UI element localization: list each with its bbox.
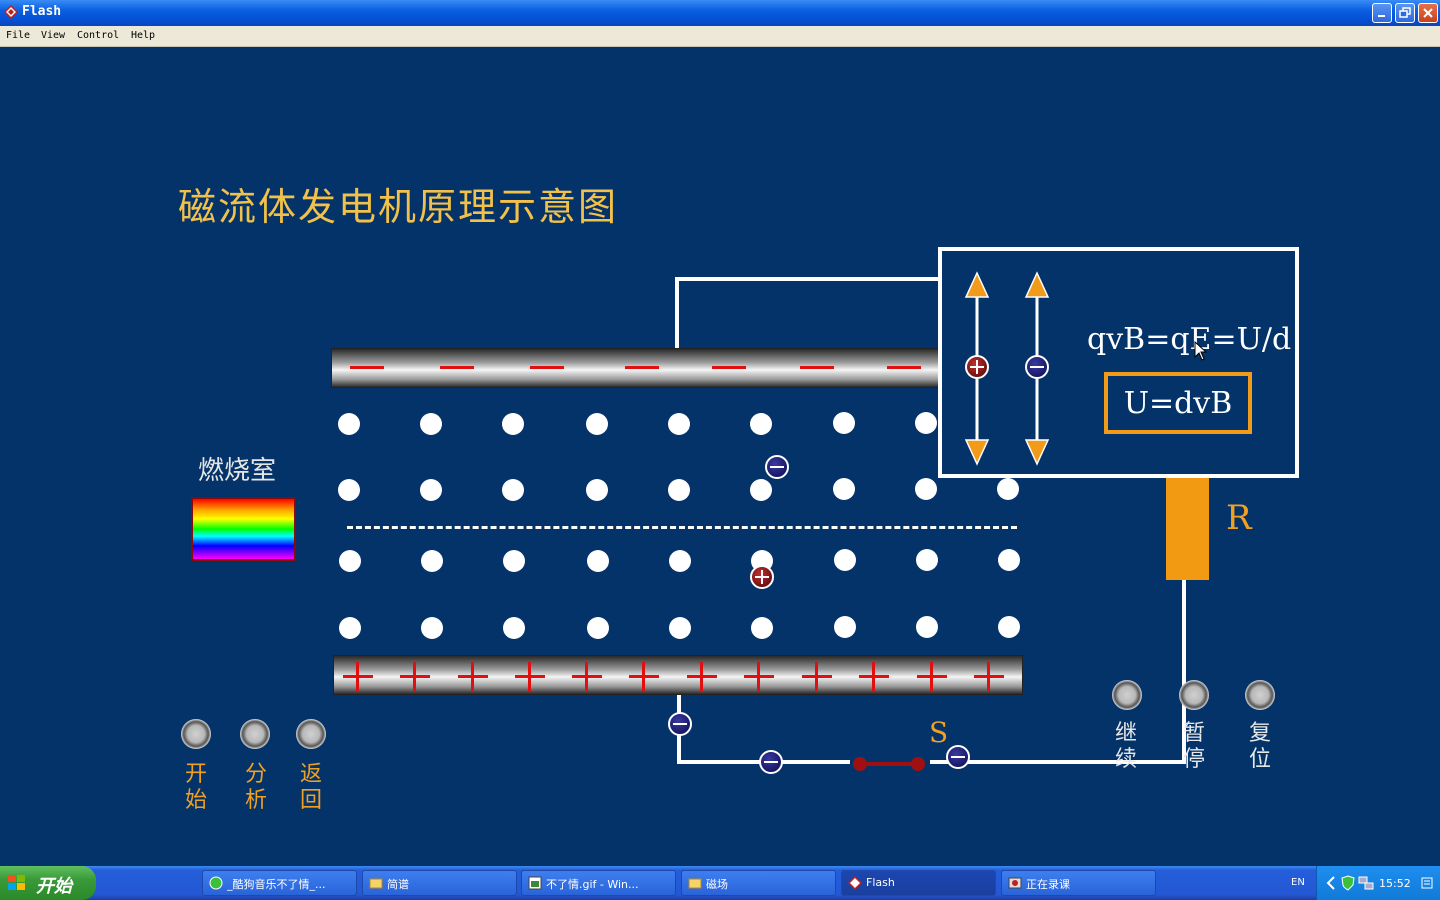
folder-icon [369,878,383,889]
analyze-button[interactable] [240,719,270,749]
resistor-label: R [1226,498,1252,538]
wire-top-horizontal [675,277,940,281]
mouse-cursor-icon [1194,341,1208,361]
electron [668,712,692,736]
clock: 15:52 [1379,877,1411,890]
window-title-bar: Flash [0,0,1440,26]
wire-resistor-down [1182,580,1186,764]
page-title: 磁流体发电机原理示意图 [178,185,619,229]
menu-help[interactable]: Help [131,30,156,41]
wire-top-vertical [675,277,679,350]
taskbar-item-folder-jianpu[interactable]: 简谱 [362,870,517,896]
plasma-center-line [347,526,1017,529]
windows-logo-icon [8,875,25,890]
start-menu-button[interactable]: 开始 [0,866,96,900]
minimize-icon [1378,15,1385,17]
resistor [1166,478,1209,580]
taskbar-item-label: Flash [866,876,895,889]
network-icon[interactable] [1358,875,1374,891]
pause-button-label: 暂停 [1182,721,1205,772]
language-indicator[interactable]: EN [1291,877,1305,888]
electron [946,745,970,769]
flash-stage: 磁流体发电机原理示意图 S [0,46,1440,866]
close-icon [1423,8,1433,18]
show-desktop-icon[interactable] [1421,877,1433,889]
flash-app-icon [848,876,862,890]
menu-bar: File View Control Help [0,26,1440,47]
security-shield-icon[interactable] [1341,875,1355,891]
electron [759,750,783,774]
taskbar-item-label: 正在录课 [1026,878,1070,891]
continue-button-label: 继续 [1114,721,1137,772]
minimize-button[interactable] [1372,3,1392,23]
music-app-icon [209,876,223,890]
restore-button[interactable] [1395,3,1415,23]
reset-button[interactable] [1245,680,1275,710]
force-balance-formula: qvB=qE=U/d [1087,322,1292,357]
taskbar: 开始 _酷狗音乐不了情_... 简谱 不了情.gif - Win... 磁场 F… [0,866,1440,900]
window-title: Flash [22,4,62,19]
pause-button[interactable] [1179,680,1209,710]
chevron-left-icon[interactable] [1325,876,1337,890]
menu-control[interactable]: Control [77,30,120,41]
force-analysis-box [938,247,1299,478]
image-viewer-icon [528,876,542,890]
positive-ion [750,565,774,589]
start-button-label: 开始 [184,762,207,813]
analyze-button-label: 分析 [244,762,267,813]
start-button[interactable] [181,719,211,749]
folder-icon [688,878,702,889]
close-button[interactable] [1418,3,1438,23]
switch-label: S [929,716,949,749]
taskbar-item-recorder[interactable]: 正在录课 [1001,870,1156,896]
menu-file[interactable]: File [6,30,31,41]
recorder-icon [1008,877,1022,889]
reset-button-label: 复位 [1248,721,1271,772]
menu-view[interactable]: View [41,30,66,41]
taskbar-item-image-viewer[interactable]: 不了情.gif - Win... [521,870,676,896]
taskbar-item-label: _酷狗音乐不了情_... [227,878,326,891]
switch-s[interactable] [850,754,930,774]
electron [765,455,789,479]
restore-icon [1399,7,1411,18]
positive-plate [333,655,1023,695]
continue-button[interactable] [1112,680,1142,710]
taskbar-item-flash[interactable]: Flash [841,870,996,896]
taskbar-item-label: 磁场 [706,878,728,891]
electron [1025,355,1049,379]
flash-app-icon [4,5,18,19]
back-button-label: 返回 [299,762,322,813]
taskbar-item-folder-cichang[interactable]: 磁场 [681,870,836,896]
wire-bottom-horizontal [677,760,1186,764]
combustion-chamber [191,497,296,561]
voltage-formula-box: U=dvB [1104,372,1252,434]
negative-plate [331,348,941,388]
taskbar-item-music[interactable]: _酷狗音乐不了情_... [202,870,357,896]
system-tray: EN 15:52 [1291,866,1440,900]
back-button[interactable] [296,719,326,749]
taskbar-item-label: 不了情.gif - Win... [546,878,639,891]
positive-ion [965,355,989,379]
combustion-chamber-label: 燃烧室 [198,456,277,486]
voltage-formula: U=dvB [1123,386,1233,421]
taskbar-item-label: 简谱 [387,878,409,891]
start-label: 开始 [36,876,72,897]
